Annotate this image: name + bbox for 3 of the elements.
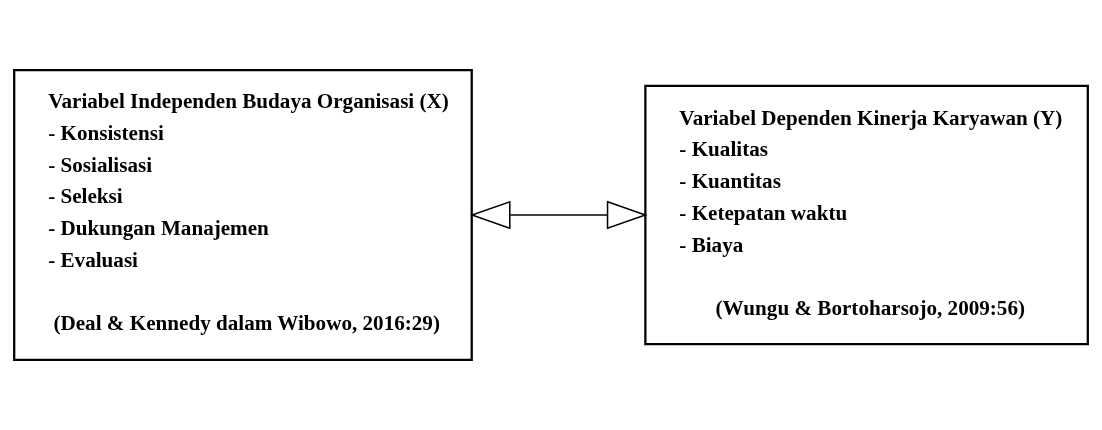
node-box: Variabel Dependen Kinerja Karyawan (Y) - Kualitas - Kuantitas - Ketepatan waktu - Biaya (Wungu & Bortoharsojo, 2009:56): [644, 84, 1089, 346]
arrow: [469, 200, 648, 230]
node-box: Variabel Independen Budaya Organisasi (X) - Konsistensi - Sosialisasi - Seleksi - Dukungan Manajemen - Evaluasi (Deal & Kennedy dalam Wibowo, 2016:29): [13, 68, 473, 362]
